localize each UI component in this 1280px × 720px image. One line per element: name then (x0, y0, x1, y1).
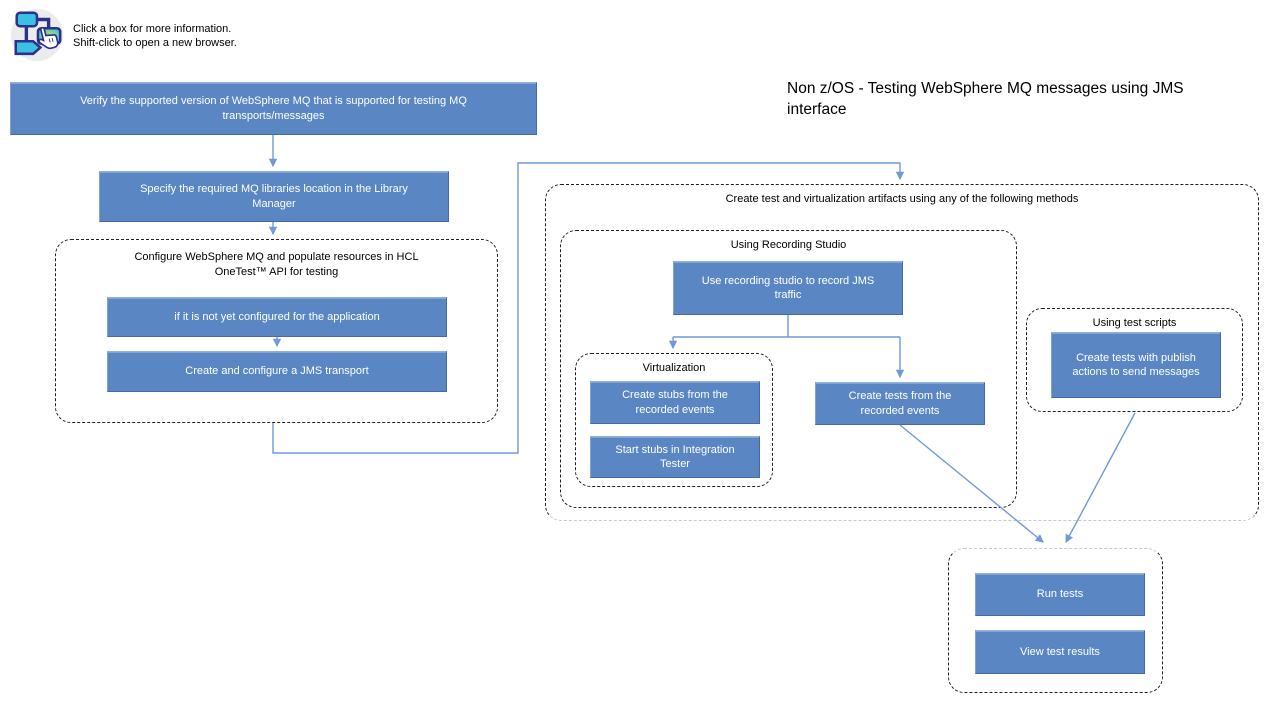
page-title: Non z/OS - Testing WebSphere MQ messages… (787, 80, 1184, 118)
group-using-test-scripts: Using test scripts (1026, 308, 1243, 412)
node-create-stubs[interactable]: Create stubs from the recorded events (590, 381, 760, 424)
legend-line-1: Click a box for more information. (73, 23, 232, 35)
group-test-scripts-label: Using test scripts (1092, 317, 1177, 329)
flowchart-clickmap-icon (10, 8, 64, 62)
node-create-tests-recorded[interactable]: Create tests from the recorded events (815, 382, 985, 425)
legend-line-2: Shift-click to open a new browser. (73, 37, 237, 49)
group-virtualization-label: Virtualization (642, 362, 706, 374)
node-if-not-configured[interactable]: if it is not yet configured for the appl… (107, 297, 447, 337)
node-use-recording-studio[interactable]: Use recording studio to record JMS traff… (673, 261, 903, 315)
group-configure-label: Configure WebSphere MQ and populate reso… (134, 251, 419, 278)
node-create-jms-transport[interactable]: Create and configure a JMS transport (107, 351, 447, 392)
group-artifacts-label: Create test and virtualization artifacts… (725, 193, 1079, 205)
node-create-tests-publish[interactable]: Create tests with publish actions to sen… (1051, 332, 1221, 398)
group-recording-label: Using Recording Studio (730, 239, 847, 251)
node-verify-supported-version[interactable]: Verify the supported version of WebSpher… (10, 82, 537, 135)
node-specify-mq-libraries[interactable]: Specify the required MQ libraries locati… (99, 171, 449, 222)
node-start-stubs[interactable]: Start stubs in Integration Tester (590, 436, 760, 478)
legend-text: Click a box for more information. Shift-… (73, 22, 237, 50)
node-view-test-results[interactable]: View test results (975, 630, 1145, 674)
node-run-tests[interactable]: Run tests (975, 573, 1145, 616)
hand-cursor-icon (38, 26, 59, 50)
group-run-and-view (948, 548, 1163, 693)
